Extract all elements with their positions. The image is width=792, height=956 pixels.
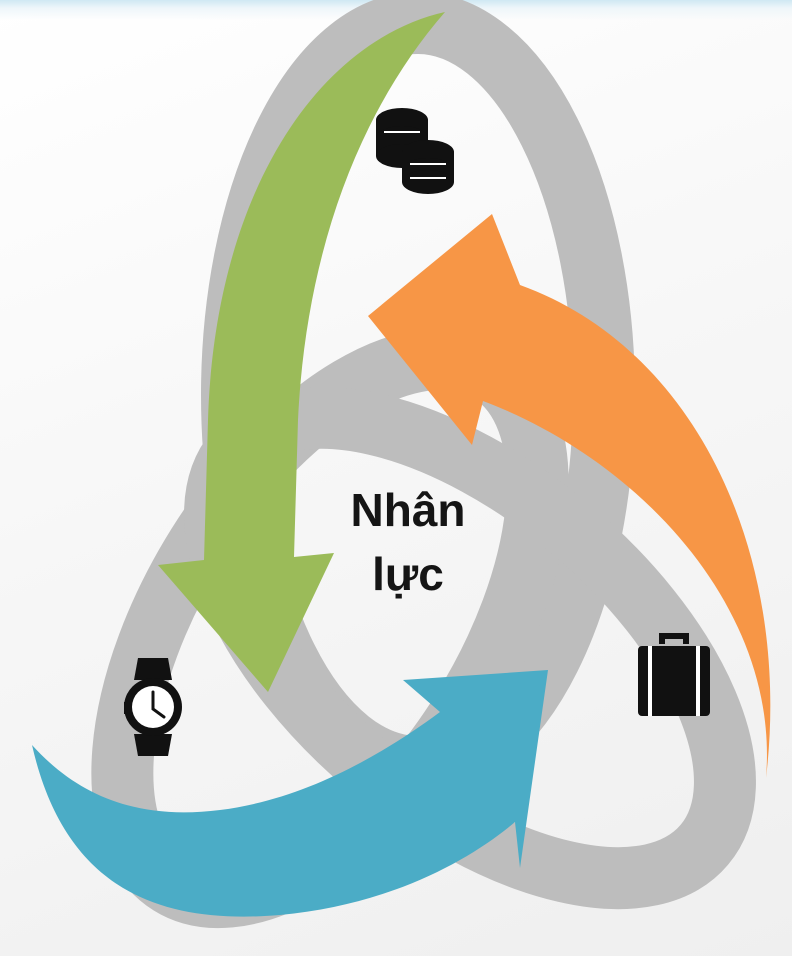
briefcase-icon (638, 633, 710, 716)
center-label-line1: Nhân (350, 484, 466, 536)
center-label: Nhân lực (318, 478, 498, 606)
coins-icon (376, 108, 454, 194)
center-label-line2: lực (372, 548, 444, 600)
arrow-green (158, 12, 445, 692)
wristwatch-icon (124, 658, 182, 756)
arrow-orange (368, 214, 771, 778)
arrow-blue (32, 670, 548, 917)
